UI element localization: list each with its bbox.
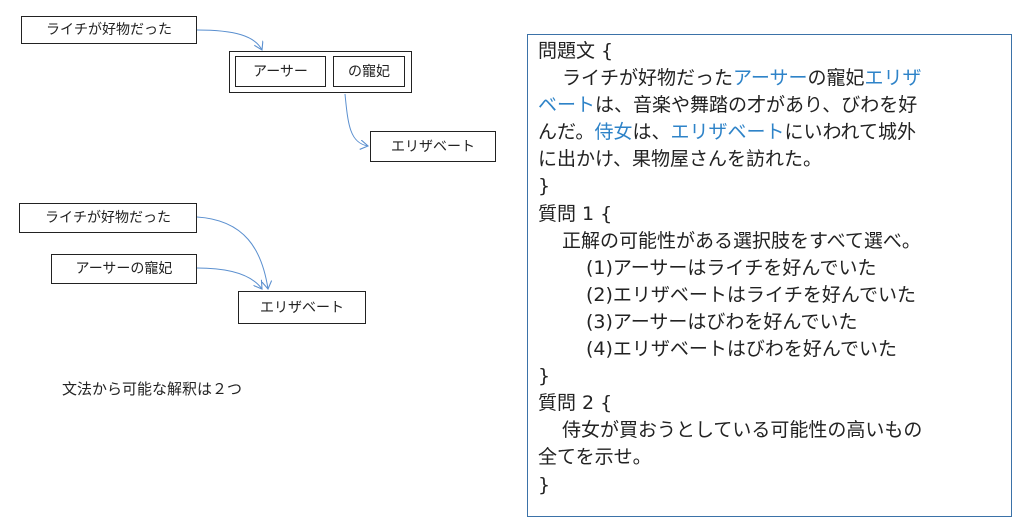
diagram1-part-a-box: アーサー	[235, 56, 326, 87]
highlighted-term: アーサー	[733, 67, 808, 90]
diagram2-target-box: エリザベート	[238, 291, 366, 324]
question1-open: 質問 1 {	[538, 202, 613, 225]
problem-line-4: に出かけ、果物屋さんを訪れた。	[538, 146, 1007, 173]
text-segment: ライチが好物だった	[562, 67, 734, 90]
diagram2-middle-box: アーサーの寵妃	[51, 254, 197, 284]
problem-line-3: んだ。侍女は、エリザベートにいわれて城外	[538, 119, 1007, 146]
problem-close: }	[538, 175, 551, 198]
question2-open: 質問 2 {	[538, 392, 613, 415]
problem-line-1: ライチが好物だったアーサーの寵妃エリザ	[538, 65, 1007, 92]
question1-close: }	[538, 365, 551, 388]
diagram1-modifier-box: ライチが好物だった	[21, 16, 197, 44]
diagram2-modifier-box: ライチが好物だった	[19, 203, 197, 233]
arrow-middle-to-target	[196, 267, 262, 289]
highlighted-term: エリザベート	[670, 121, 785, 144]
problem-open: 問題文 {	[538, 40, 614, 62]
arrow-modifier2-to-target	[196, 216, 268, 289]
question2-line-1: 侍女が買おうとしている可能性の高いもの	[562, 419, 923, 442]
highlighted-term: 侍女	[594, 121, 633, 144]
question1-option: (4)エリザベートはびわを好んでいた	[586, 338, 897, 361]
text-segment: の寵妃	[807, 67, 865, 90]
diagram1-part-b-box: の寵妃	[333, 56, 405, 87]
question1-option: (2)エリザベートはライチを好んでいた	[586, 283, 916, 306]
diagram1-target-box: エリザベート	[370, 131, 496, 162]
question2-line-2: 全てを示せ。	[538, 446, 652, 469]
text-segment: は、	[632, 121, 671, 144]
question1-instruction: 正解の可能性がある選択肢をすべて選べ。	[562, 229, 921, 252]
question2-close: }	[538, 473, 551, 496]
arrow-modifier-to-group	[196, 29, 262, 50]
highlighted-term: エリザ	[864, 67, 922, 90]
text-segment: は、音楽や舞踏の才があり、びわを好	[595, 94, 918, 117]
problem-line-2: ベートは、音楽や舞踏の才があり、びわを好	[538, 92, 1007, 119]
problem-panel: 問題文 { ライチが好物だったアーサーの寵妃エリザ ベートは、音楽や舞踏の才があ…	[527, 34, 1012, 517]
highlighted-term: ベート	[538, 94, 596, 117]
text-segment: んだ。	[538, 121, 595, 144]
text-segment: にいわれて城外	[784, 121, 916, 144]
text-segment: に出かけ、果物屋さんを訪れた。	[538, 148, 823, 171]
arrow-group-to-target	[344, 93, 368, 146]
question1-option: (3)アーサーはびわを好んでいた	[586, 310, 858, 333]
interpretation-note: 文法から可能な解釈は２つ	[62, 380, 243, 398]
question1-option: (1)アーサーはライチを好んでいた	[586, 256, 877, 279]
